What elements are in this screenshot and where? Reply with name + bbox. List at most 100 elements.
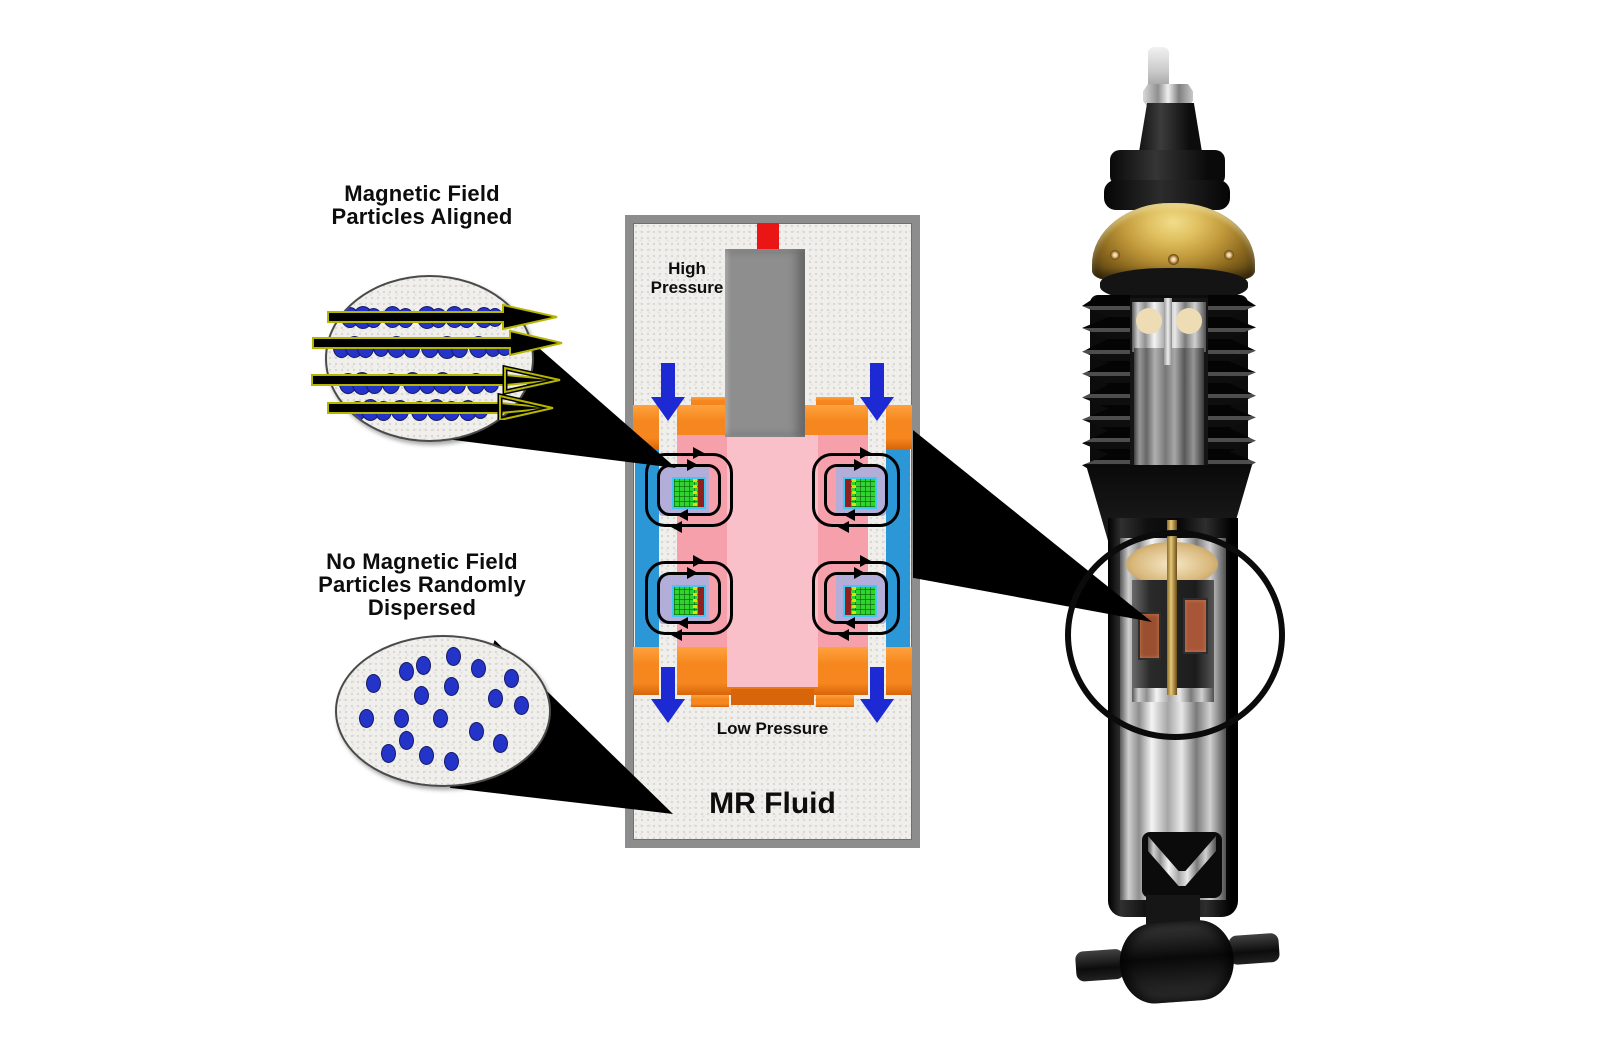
rod-end-pin xyxy=(1148,47,1169,92)
field-arrow-icon xyxy=(327,402,554,414)
random-particle xyxy=(504,669,519,688)
piston-ring-step xyxy=(691,397,729,407)
coil-core-stripe xyxy=(698,587,704,615)
field-arrow-icon xyxy=(327,303,558,331)
high-pressure-label: High Pressure xyxy=(637,259,737,297)
aligned-title-line2: Particles Aligned xyxy=(331,204,513,229)
random-particle xyxy=(493,734,508,753)
aligned-title: Magnetic Field Particles Aligned xyxy=(272,182,572,228)
flux-arrow-icon xyxy=(693,555,704,567)
high-pressure-line1: High xyxy=(668,259,706,278)
electromagnet-coil-bottom-right xyxy=(812,555,900,641)
rod-guide-bushing xyxy=(1176,308,1202,334)
flux-loop-outer xyxy=(812,561,900,635)
piston-highlight-circle xyxy=(1065,530,1285,740)
random-particle xyxy=(514,696,529,715)
flux-arrow-icon xyxy=(838,521,849,533)
flux-arrow-icon xyxy=(844,509,855,521)
rod-guide-bushing xyxy=(1136,308,1162,334)
flux-loop-inner xyxy=(824,464,888,516)
flow-arrowhead-icon xyxy=(860,699,894,723)
flux-arrow-icon xyxy=(693,447,704,459)
electromagnet-coil-top-right xyxy=(812,447,900,533)
low-pressure-label: Low Pressure xyxy=(716,719,829,738)
random-particle xyxy=(488,689,503,708)
flow-arrowhead-icon xyxy=(651,397,685,421)
random-particle xyxy=(381,744,396,763)
coil-windings xyxy=(672,585,706,617)
coil-lead-stripe xyxy=(693,587,697,615)
random-particle xyxy=(416,656,431,675)
coil-core-stripe xyxy=(698,479,704,507)
flow-arrowhead-icon xyxy=(860,397,894,421)
mount-bushing-barrel xyxy=(1117,917,1237,1006)
flow-arrow-shaft xyxy=(870,363,884,399)
flux-arrow-icon xyxy=(860,447,871,459)
coil-windings xyxy=(672,477,706,509)
random-particle xyxy=(399,662,414,681)
piston-ring-detail xyxy=(731,689,814,705)
random-particle xyxy=(433,709,448,728)
mr-fluid-label: MR Fluid xyxy=(709,787,836,820)
random-title: No Magnetic Field Particles Randomly Dis… xyxy=(262,550,582,619)
random-particle xyxy=(414,686,429,705)
bellows-ribs-right xyxy=(1208,295,1256,475)
bump-stop-cone xyxy=(1138,103,1203,158)
mr-valve-cross-section: High Pressure Low Pressure MR Fluid xyxy=(625,215,920,848)
coil-lead-stripe xyxy=(852,479,856,507)
piston-rod xyxy=(725,249,805,437)
flow-arrow-shaft xyxy=(661,363,675,399)
flux-arrow-icon xyxy=(687,567,698,579)
flux-arrow-icon xyxy=(854,459,865,471)
flux-loop-inner xyxy=(824,572,888,624)
flow-arrow-shaft xyxy=(870,667,884,701)
rod-seal xyxy=(757,223,779,249)
flux-arrow-icon xyxy=(844,617,855,629)
coil-windings xyxy=(843,477,877,509)
piston-ring-step xyxy=(691,695,729,707)
piston-ring-step xyxy=(816,397,854,407)
flux-loop-outer xyxy=(812,453,900,527)
field-arrowhead-outline xyxy=(499,394,554,420)
random-particle xyxy=(444,677,459,696)
mount-pin-right xyxy=(1228,932,1281,966)
flux-arrow-icon xyxy=(677,617,688,629)
flow-arrow-shaft xyxy=(661,667,675,701)
flow-arrowhead-icon xyxy=(651,699,685,723)
coil-core-stripe xyxy=(845,479,851,507)
random-particles-inset xyxy=(335,635,551,787)
flux-arrow-icon xyxy=(671,521,682,533)
high-pressure-line2: Pressure xyxy=(650,278,724,297)
field-arrow-icon xyxy=(312,329,563,357)
piston-ring-step xyxy=(816,695,854,707)
random-particle xyxy=(471,659,486,678)
rivet-icon xyxy=(1224,250,1234,260)
rivet-icon xyxy=(1110,250,1120,260)
random-particle xyxy=(469,722,484,741)
mount-pin-left xyxy=(1074,948,1125,982)
field-arrowhead-outline xyxy=(504,366,561,394)
random-particle xyxy=(419,746,434,765)
random-particle xyxy=(446,647,461,666)
random-particle xyxy=(444,752,459,771)
electromagnet-coil-top-left xyxy=(645,447,733,533)
random-particle xyxy=(399,731,414,750)
flux-arrow-icon xyxy=(677,509,688,521)
flow-channel-left xyxy=(659,407,677,707)
flux-arrow-icon xyxy=(838,629,849,641)
coil-core-stripe xyxy=(845,587,851,615)
flux-arrow-icon xyxy=(671,629,682,641)
coil-lead-stripe xyxy=(852,587,856,615)
flux-loop-inner xyxy=(657,572,721,624)
flux-arrow-icon xyxy=(687,459,698,471)
lower-mount-assembly xyxy=(1056,902,1293,1028)
magnetic-field-arrows xyxy=(311,303,563,420)
random-particle xyxy=(366,674,381,693)
electromagnet-coil-bottom-left xyxy=(645,555,733,641)
random-particle xyxy=(359,709,374,728)
aligned-title-line1: Magnetic Field xyxy=(344,181,500,206)
bottom-cup xyxy=(1142,832,1222,898)
flux-loop-inner xyxy=(657,464,721,516)
random-title-line1: No Magnetic Field xyxy=(326,549,518,574)
